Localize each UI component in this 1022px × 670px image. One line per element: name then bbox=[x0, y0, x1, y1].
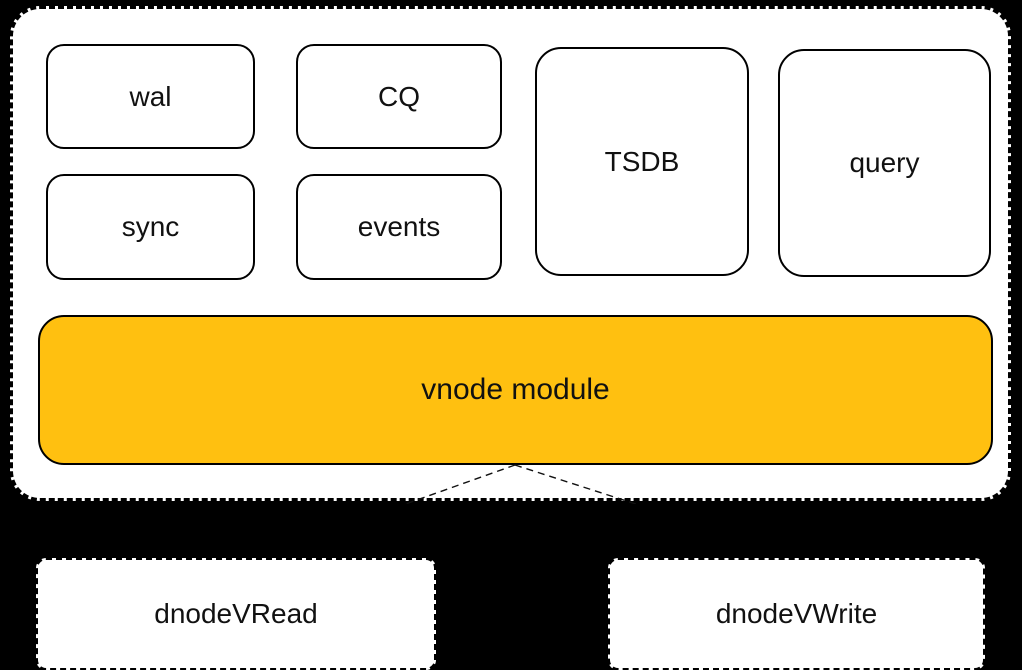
vnode-module-group: wal CQ sync events TSDB query vnode modu… bbox=[10, 6, 1011, 504]
dnode-v-read-label: dnodeVRead bbox=[154, 598, 318, 629]
module-box-cq: CQ bbox=[296, 44, 502, 149]
module-label-sync: sync bbox=[121, 211, 180, 242]
dnode-v-read-box: dnodeVRead bbox=[36, 558, 436, 670]
connector-line-left bbox=[403, 464, 516, 504]
module-box-sync: sync bbox=[46, 174, 255, 280]
vnode-module-bar: vnode module bbox=[38, 315, 993, 465]
module-box-wal: wal bbox=[46, 44, 255, 149]
module-label-events: events bbox=[357, 211, 441, 242]
module-label-tsdb: TSDB bbox=[604, 145, 680, 177]
dnode-v-write-label: dnodeVWrite bbox=[715, 598, 878, 629]
module-label-wal: wal bbox=[129, 80, 172, 112]
module-box-tsdb: TSDB bbox=[535, 47, 749, 276]
dnode-v-write-box: dnodeVWrite bbox=[608, 558, 985, 670]
vnode-module-label: vnode module bbox=[421, 373, 610, 406]
module-box-events: events bbox=[296, 174, 502, 280]
connector-line-right bbox=[514, 464, 639, 504]
module-label-query: query bbox=[849, 147, 920, 178]
module-label-cq: CQ bbox=[378, 80, 420, 112]
module-box-query: query bbox=[778, 49, 991, 277]
